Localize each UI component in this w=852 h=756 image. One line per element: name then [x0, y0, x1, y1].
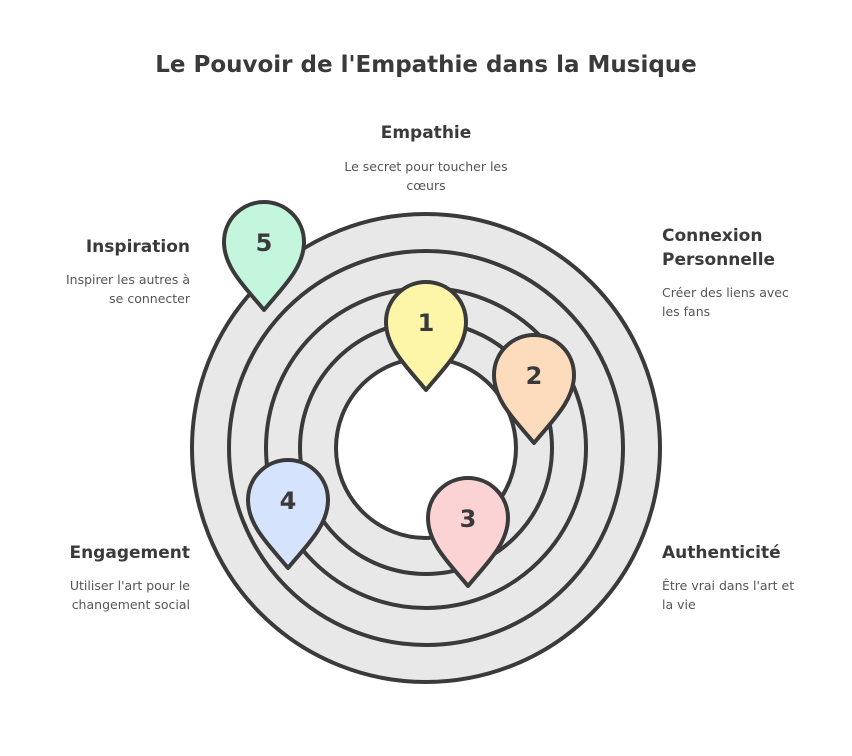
label-connexion-desc: Créer des liens avec les fans — [662, 283, 842, 321]
pin-5-shape — [222, 200, 306, 312]
pin-4: 4 — [246, 458, 330, 570]
connexion-heading-line-2: Personnelle — [662, 250, 776, 270]
pin-3-shape — [426, 476, 510, 588]
authenticite-heading-line-1: Authenticité — [662, 543, 781, 563]
empathie-desc-line-1: Le secret pour toucher les — [344, 159, 508, 174]
label-inspiration-desc: Inspirer les autres à se connecter — [10, 270, 190, 308]
diagram-title: Le Pouvoir de l'Empathie dans la Musique — [155, 52, 697, 78]
authenticite-desc-line-1: Être vrai dans l'art et — [662, 578, 795, 593]
pin-3: 3 — [426, 476, 510, 588]
pin-2: 2 — [492, 333, 576, 445]
label-connexion-heading: Connexion Personnelle — [662, 224, 842, 272]
pin-5-number: 5 — [256, 229, 273, 257]
engagement-desc-line-1: Utiliser l'art pour le — [69, 578, 190, 593]
pin-5: 5 — [222, 200, 306, 312]
label-engagement-desc: Utiliser l'art pour le changement social — [10, 576, 190, 614]
inspiration-heading-line-1: Inspiration — [85, 237, 190, 257]
label-authenticite-desc: Être vrai dans l'art et la vie — [662, 576, 842, 614]
connexion-desc-line-2: les fans — [662, 304, 711, 319]
engagement-desc-line-2: changement social — [71, 597, 190, 612]
pin-1-number: 1 — [418, 309, 435, 337]
engagement-heading-line-1: Engagement — [69, 543, 190, 563]
label-authenticite-heading: Authenticité — [662, 541, 842, 565]
label-engagement-heading: Engagement — [10, 541, 190, 565]
label-empathie-heading: Empathie — [326, 121, 526, 145]
inspiration-desc-line-2: se connecter — [109, 291, 190, 306]
authenticite-desc-line-2: la vie — [662, 597, 696, 612]
empathie-heading-text: Empathie — [380, 123, 472, 143]
pin-1-shape — [384, 280, 468, 392]
label-empathie-desc: Le secret pour toucher les cœurs — [296, 157, 556, 195]
pin-4-shape — [246, 458, 330, 570]
label-inspiration-heading: Inspiration — [10, 235, 190, 259]
empathie-desc-line-2: cœurs — [406, 178, 446, 193]
pin-2-number: 2 — [526, 362, 543, 390]
pin-3-number: 3 — [460, 505, 477, 533]
inspiration-desc-line-1: Inspirer les autres à — [65, 272, 190, 287]
pin-4-number: 4 — [280, 487, 297, 515]
pin-2-shape — [492, 333, 576, 445]
pin-1: 1 — [384, 280, 468, 392]
connexion-heading-line-1: Connexion — [662, 226, 763, 246]
connexion-desc-line-1: Créer des liens avec — [662, 285, 789, 300]
